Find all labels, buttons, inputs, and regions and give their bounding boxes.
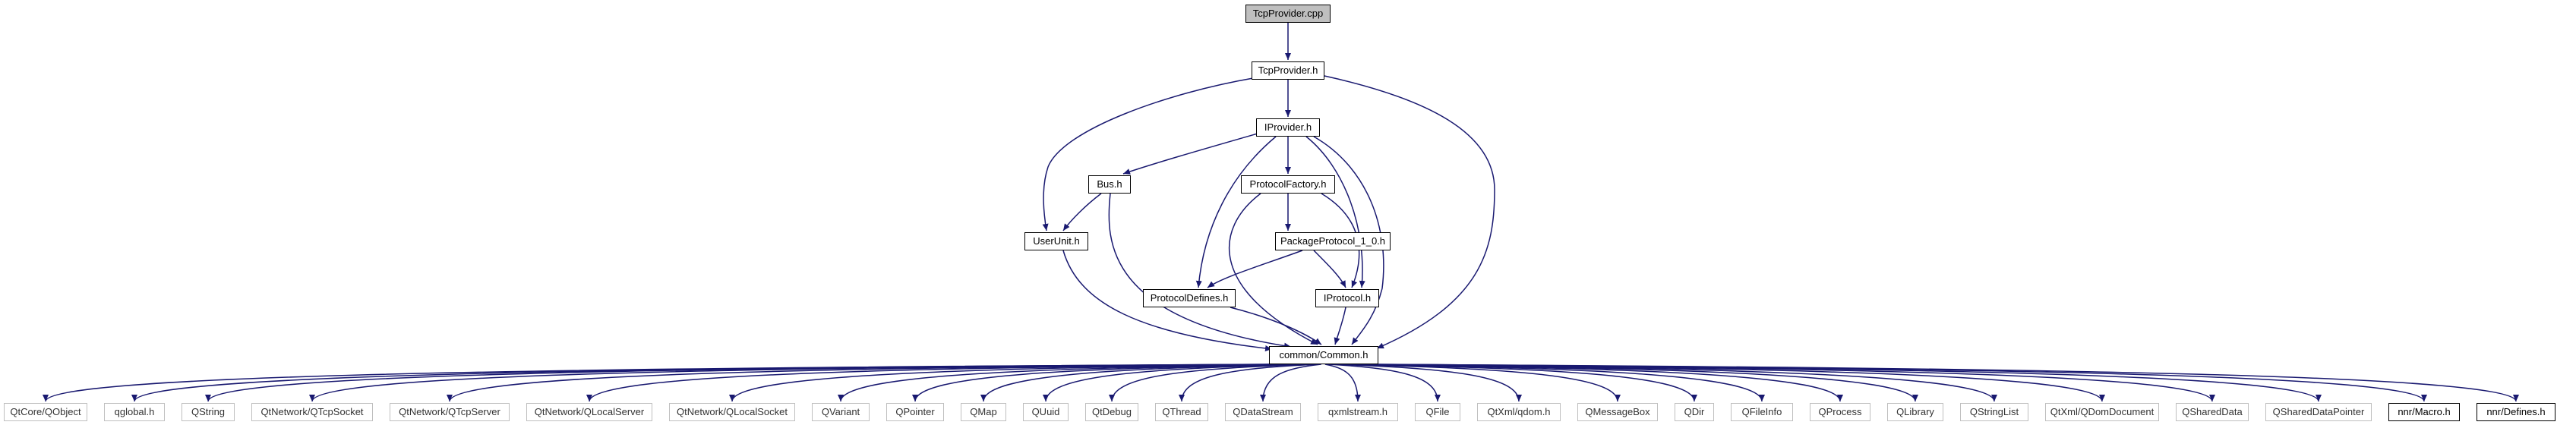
node-qglobal-h[interactable]: qglobal.h — [104, 403, 165, 421]
node-qmessagebox[interactable]: QMessageBox — [1577, 403, 1658, 421]
edge-common-h-to-qpointer — [912, 364, 1308, 402]
node-qdatastream[interactable]: QDataStream — [1225, 403, 1301, 421]
node-iprotocol-h[interactable]: IProtocol.h — [1315, 289, 1379, 307]
edge-protocoldefines-h-to-common-h — [1230, 307, 1322, 345]
edge-iprovider-h-to-iprotocol-h — [1305, 136, 1365, 288]
edge-tcpprovider-h-to-common-h — [1324, 75, 1495, 349]
node-bus-h[interactable]: Bus.h — [1088, 175, 1131, 194]
edge-packageprotocol-h-to-iprotocol-h — [1313, 250, 1346, 288]
node-qdir[interactable]: QDir — [1675, 403, 1714, 421]
node-qxmlstream-h[interactable]: qxmlstream.h — [1318, 403, 1398, 421]
edge-common-h-to-qtnetwork-qlocalserver — [586, 364, 1295, 402]
edge-packageprotocol-h-to-protocoldefines-h — [1207, 250, 1303, 288]
node-qstringlist[interactable]: QStringList — [1960, 403, 2028, 421]
edge-common-h-to-qshareddatapointer — [1363, 364, 2322, 402]
node-common-h[interactable]: common/Common.h — [1269, 346, 1378, 364]
edge-iprovider-h-to-common-h — [1313, 136, 1384, 345]
edge-common-h-to-qxmlstream-h — [1324, 364, 1361, 402]
node-qlibrary[interactable]: QLibrary — [1887, 403, 1943, 421]
node-qpointer[interactable]: QPointer — [886, 403, 944, 421]
node-tcpprovider-h[interactable]: TcpProvider.h — [1252, 61, 1324, 80]
node-nnr-macro-h[interactable]: nnr/Macro.h — [2388, 403, 2460, 421]
edge-common-h-to-qfile — [1327, 364, 1441, 402]
node-tcpprovider-cpp[interactable]: TcpProvider.cpp — [1245, 5, 1331, 23]
node-qtdebug[interactable]: QtDebug — [1085, 403, 1138, 421]
node-qshareddatapointer[interactable]: QSharedDataPointer — [2265, 403, 2372, 421]
edge-common-h-to-qtxml-qdom-h — [1331, 364, 1522, 402]
edge-common-h-to-qtnetwork-qtcpserver — [447, 364, 1289, 402]
node-qmap[interactable]: QMap — [961, 403, 1006, 421]
edge-common-h-to-qtdebug — [1109, 364, 1315, 402]
edge-iprovider-h-to-protocoldefines-h — [1195, 136, 1277, 288]
node-qtnetwork-qtcpserver[interactable]: QtNetwork/QTcpServer — [390, 403, 510, 421]
node-qfile[interactable]: QFile — [1415, 403, 1460, 421]
node-qtnetwork-qtcpsocket[interactable]: QtNetwork/QTcpSocket — [251, 403, 373, 421]
edge-bus-h-to-userunit-h — [1062, 193, 1102, 231]
edge-protocolfactory-h-to-common-h — [1229, 193, 1318, 345]
edge-common-h-to-nnr-defines-h — [1371, 364, 2519, 402]
edge-common-h-to-quuid — [1043, 364, 1313, 402]
node-qtxml-qdom-h[interactable]: QtXml/qdom.h — [1477, 403, 1561, 421]
node-qprocess[interactable]: QProcess — [1810, 403, 1870, 421]
edge-userunit-h-to-common-h — [1062, 250, 1273, 351]
dependency-edges — [43, 23, 2519, 402]
node-packageprotocol-h[interactable]: PackageProtocol_1_0.h — [1275, 232, 1391, 250]
edge-tcpprovider-h-to-userunit-h — [1042, 77, 1254, 231]
edge-common-h-to-qdatastream — [1260, 364, 1321, 402]
node-userunit-h[interactable]: UserUnit.h — [1024, 232, 1088, 250]
node-iprovider-h[interactable]: IProvider.h — [1256, 118, 1320, 137]
node-qfileinfo[interactable]: QFileInfo — [1731, 403, 1793, 421]
node-qtxml-qdomdocument[interactable]: QtXml/QDomDocument — [2045, 403, 2159, 421]
edge-iprotocol-h-to-common-h — [1334, 307, 1346, 345]
edge-common-h-to-qtnetwork-qlocalsocket — [729, 364, 1300, 402]
node-nnr-defines-h[interactable]: nnr/Defines.h — [2477, 403, 2555, 421]
node-qvariant[interactable]: QVariant — [812, 403, 870, 421]
edge-iprovider-h-to-bus-h — [1122, 133, 1258, 175]
node-qtnetwork-qlocalsocket[interactable]: QtNetwork/QLocalSocket — [669, 403, 795, 421]
node-protocolfactory-h[interactable]: ProtocolFactory.h — [1241, 175, 1335, 194]
edge-common-h-to-qthread — [1179, 364, 1318, 402]
node-quuid[interactable]: QUuid — [1023, 403, 1069, 421]
node-qtnetwork-qlocalserver[interactable]: QtNetwork/QLocalServer — [526, 403, 652, 421]
node-qthread[interactable]: QThread — [1155, 403, 1208, 421]
node-qstring[interactable]: QString — [182, 403, 235, 421]
node-qtcore-qobject[interactable]: QtCore/QObject — [4, 403, 87, 421]
edge-bus-h-to-common-h — [1108, 193, 1292, 349]
edge-common-h-to-qmap — [980, 364, 1311, 402]
node-protocoldefines-h[interactable]: ProtocolDefines.h — [1143, 289, 1236, 307]
node-qshareddata[interactable]: QSharedData — [2176, 403, 2249, 421]
